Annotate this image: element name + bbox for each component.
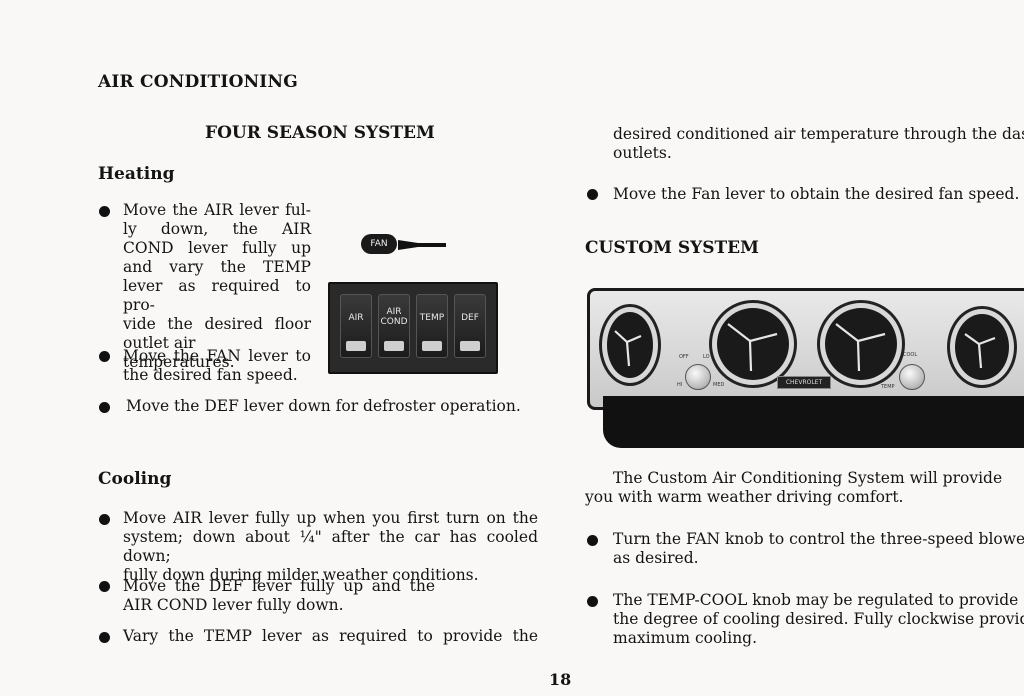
custom-bullet-1: Turn the FAN knob to control the three-s… — [613, 530, 1024, 568]
chevrolet-emblem: CHEVROLET — [777, 376, 831, 389]
cooling-bullet-3: Vary the TEMP lever as required to provi… — [123, 627, 538, 645]
knob-label: COOL — [903, 352, 918, 358]
bullet-dot — [99, 402, 110, 413]
text-line: The Custom Air Conditioning System will … — [613, 469, 1003, 487]
knob-label: MED — [713, 382, 725, 388]
temp-lever-label: TEMP — [419, 313, 445, 323]
text-line: as desired. — [613, 549, 699, 567]
bullet-dot — [587, 535, 598, 546]
text-line: system; down about ¼" after the car has … — [123, 528, 538, 565]
text-line: desired conditioned air temperature thro… — [613, 125, 1024, 143]
air-cond-lever-label: AIR COND — [380, 307, 408, 327]
custom-system-figure: OFF LO MED HI COOL TEMP CHEVROLET — [585, 286, 1024, 448]
def-lever: DEF — [454, 294, 486, 358]
lever-stem — [384, 341, 404, 351]
fan-knob — [685, 364, 711, 390]
text-line: vide the desired floor — [123, 315, 311, 333]
text-line: Move the FAN lever to — [123, 347, 311, 365]
bullet-dot — [587, 189, 598, 200]
text-line: the degree of cooling desired. Fully clo… — [613, 610, 1024, 628]
knob-label: OFF — [679, 354, 689, 360]
text-line: Turn the FAN knob to control the three-s… — [613, 530, 1024, 548]
air-lever: AIR — [340, 294, 372, 358]
custom-bullet-2: The TEMP-COOL knob may be regulated to p… — [613, 591, 1024, 648]
text-line: fully down during milder weather conditi… — [123, 566, 479, 584]
four-season-title: FOUR SEASON SYSTEM — [205, 123, 435, 143]
temp-lever: TEMP — [416, 294, 448, 358]
text-line: Move AIR lever fully up when you first t… — [123, 509, 538, 527]
text-line: and vary the TEMP — [123, 258, 311, 276]
text-line: Move the DEF lever fully up and the — [123, 577, 435, 595]
fan-lever-label: FAN — [361, 234, 397, 254]
text-line: The TEMP-COOL knob may be regulated to p… — [613, 591, 1019, 609]
center-left-outlet — [709, 300, 797, 388]
custom-intro: The Custom Air Conditioning System will … — [585, 469, 1024, 507]
heating-bullet-2: Move the FAN lever to the desired fan sp… — [123, 347, 311, 385]
page-number: 18 — [549, 670, 572, 689]
center-right-outlet — [817, 300, 905, 388]
lever-stem — [346, 341, 366, 351]
lever-stem — [460, 341, 480, 351]
text-line: outlet air temperatures. — [123, 334, 235, 371]
text-line: outlets. — [613, 144, 672, 162]
knob-label: LO — [703, 354, 710, 360]
fan-lever-figure: FAN — [360, 232, 450, 258]
heating-bullet-1: Move the AIR lever ful- ly down, the AIR… — [123, 201, 311, 372]
text-line: maximum cooling. — [613, 629, 758, 647]
text-line: COND lever fully up — [123, 239, 311, 257]
air-cond-lever: AIR COND — [378, 294, 410, 358]
bullet-dot — [99, 632, 110, 643]
temp-cool-knob — [899, 364, 925, 390]
fan-bullet: Move the Fan lever to obtain the desired… — [613, 185, 1020, 203]
vent-grille — [955, 314, 1009, 380]
heating-heading: Heating — [98, 164, 175, 184]
text-line: AIR COND lever fully down. — [123, 596, 344, 614]
cooling-bullet-1: Move AIR lever fully up when you first t… — [123, 509, 538, 585]
knob-label: TEMP — [881, 384, 895, 390]
vent-grille — [607, 312, 653, 378]
bullet-dot — [99, 581, 110, 592]
dash-base — [603, 396, 1024, 448]
right-vent-outlet — [947, 306, 1017, 388]
text-line: Move the AIR lever ful- — [123, 201, 311, 219]
def-lever-label: DEF — [461, 313, 479, 323]
bullet-dot — [99, 514, 110, 525]
custom-system-title: CUSTOM SYSTEM — [585, 238, 759, 258]
text-line: ly down, the AIR — [123, 220, 311, 238]
knob-label: HI — [677, 382, 683, 388]
fan-lever-icon — [398, 240, 446, 250]
bullet-dot — [99, 206, 110, 217]
text-line: lever as required to pro- — [123, 277, 311, 314]
heating-bullet-3: Move the DEF lever down for defroster op… — [126, 397, 521, 415]
continued-text: desired conditioned air temperature thro… — [613, 125, 1024, 163]
section-title: AIR CONDITIONING — [98, 72, 298, 92]
vent-grille — [825, 308, 897, 380]
cooling-bullet-2: Move the DEF lever fully up and the AIR … — [123, 577, 435, 615]
heater-control-panel: AIR AIR COND TEMP DEF — [328, 282, 498, 374]
bullet-dot — [99, 351, 110, 362]
lever-stem — [422, 341, 442, 351]
text-line: you with warm weather driving comfort. — [585, 488, 904, 506]
text-line: the desired fan speed. — [123, 366, 298, 384]
air-lever-label: AIR — [348, 313, 364, 323]
left-vent-outlet — [599, 304, 661, 386]
cooling-heading: Cooling — [98, 469, 172, 489]
vent-spokes-icon — [614, 323, 996, 372]
bullet-dot — [587, 596, 598, 607]
vent-grille — [717, 308, 789, 380]
